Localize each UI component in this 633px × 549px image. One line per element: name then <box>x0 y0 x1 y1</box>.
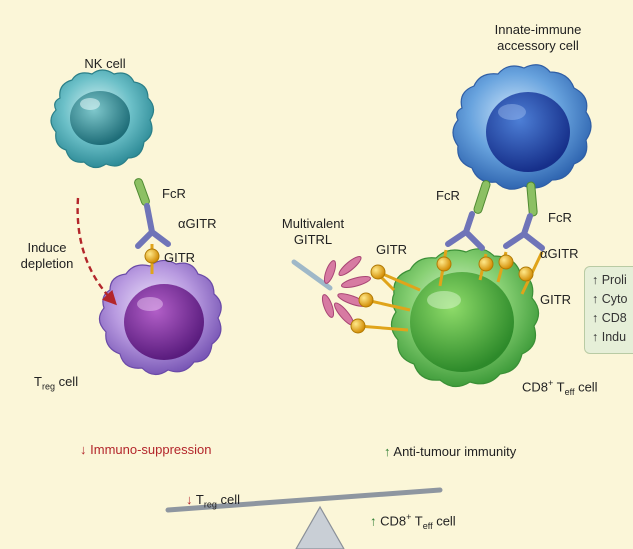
innate-cell-label-line1: Innate-immune <box>494 22 582 37</box>
cd8-teff-cell <box>390 248 540 388</box>
fcr-receptor-right-b <box>526 181 538 217</box>
cd8-teff-cell-label: CD8+ Teff cell <box>522 378 598 397</box>
effect-item: ↑ CD8 <box>592 311 627 325</box>
induce-label-line2: depletion <box>20 256 74 271</box>
balance-cd8-label: ↑ CD8+ Teff cell <box>370 512 456 531</box>
fcr-label-left: FcR <box>162 186 186 201</box>
multivalent-label-line2: GITRL <box>293 232 333 247</box>
agitr-label-left: αGITR <box>178 216 217 231</box>
effect-item: ↑ Proli <box>592 273 627 287</box>
nk-cell-label: NK cell <box>84 56 126 71</box>
gitr-ball-left <box>144 248 160 264</box>
nk-cell <box>50 69 155 169</box>
agitr-label-right: αGITR <box>540 246 579 261</box>
balance-treg-label: ↓ Treg cell <box>186 492 240 510</box>
balance-beam <box>165 487 443 513</box>
induce-label-line1: Induce <box>27 240 67 255</box>
effect-item: ↑ Indu <box>592 330 627 344</box>
effect-item: ↑ Cyto <box>592 292 628 306</box>
fcr-label-right-b: FcR <box>548 210 572 225</box>
treg-cell-label: Treg cell <box>34 374 79 392</box>
fcr-receptor-left <box>134 178 150 206</box>
treg-cell <box>98 259 222 376</box>
multivalent-gitrl <box>291 255 421 334</box>
innate-cell-label-line2: accessory cell <box>497 38 579 53</box>
up-arrow-icon: ↑ <box>370 513 377 529</box>
fcr-receptor-right-a <box>473 180 491 214</box>
gitr-label-left: GITR <box>164 250 196 265</box>
fcr-label-right-a: FcR <box>436 188 460 203</box>
multivalent-label-line1: Multivalent <box>281 216 345 231</box>
anti-tumour-immunity-label: ↑ Anti-tumour immunity <box>384 444 517 459</box>
up-arrow-icon: ↑ <box>384 444 391 459</box>
right-fcr-antibodies <box>436 180 545 295</box>
gitr-label-right-a: GITR <box>376 242 408 257</box>
immuno-suppression-label: ↓ Immuno-suppression <box>80 442 212 457</box>
gitr-label-right-b: GITR <box>540 292 572 307</box>
induce-depletion-arrow <box>76 197 117 306</box>
down-arrow-icon: ↓ <box>80 442 87 457</box>
left-fcr-antibody-gitr <box>134 178 171 274</box>
balance-fulcrum <box>295 505 345 549</box>
agitr-antibody-left <box>135 203 171 249</box>
down-arrow-icon: ↓ <box>186 492 193 507</box>
innate-immune-cell <box>452 64 592 190</box>
balance-seesaw <box>165 487 443 549</box>
effects-box: ↑ Proli ↑ Cyto ↑ CD8 ↑ Indu <box>584 266 633 354</box>
